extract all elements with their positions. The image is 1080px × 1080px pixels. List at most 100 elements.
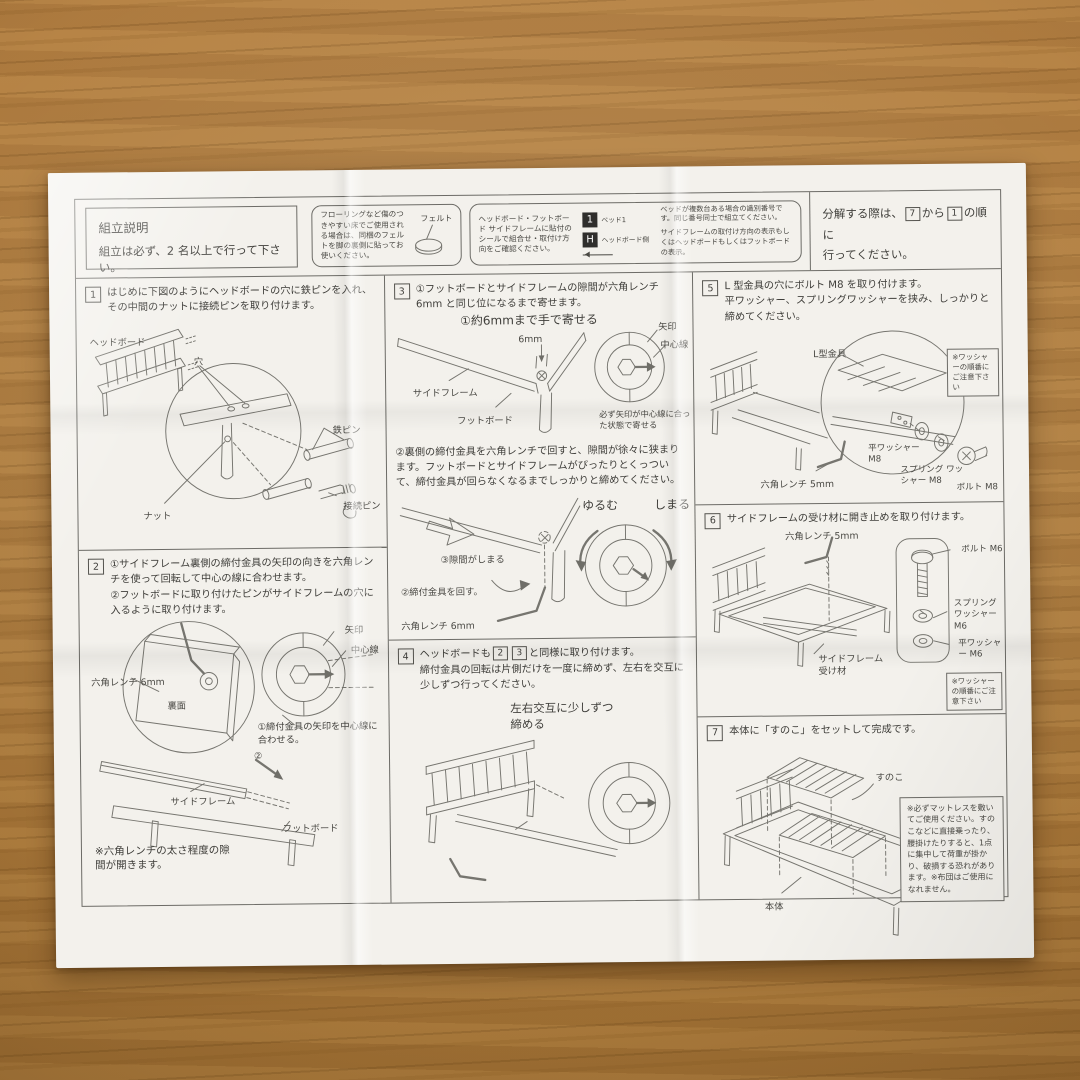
mattress-warning-note: ※必ずマットレスを敷いてご使用ください。すのこなどに直接乗ったり、腰掛けたりする… bbox=[899, 796, 1005, 902]
step-1-diagram: ヘッドボード 穴 ナット 鉄ピン 接続ピン bbox=[85, 313, 381, 534]
push-together-drawing bbox=[396, 329, 666, 433]
step-1-number: 1 bbox=[85, 286, 102, 303]
step-5-diagram: L型金具 ※ワッシャーの順番にご注意下さい 平ワッシャー M8 スプリング ワッ… bbox=[703, 322, 1000, 497]
sticker-note-1: ベッドが複数台ある場合の識別番号です。同じ番号同士で組立てください。 bbox=[660, 203, 783, 224]
felt-label: フェルト bbox=[420, 213, 453, 224]
arrow-left-icon bbox=[582, 253, 613, 256]
column-2: 3 ①フットボードとサイドフレームの隙間が六角レンチ 6mm と同じ位になるまで… bbox=[383, 272, 699, 903]
note-gap-opens: ※六角レンチの太さ程度の隙間が開きます。 bbox=[94, 844, 230, 873]
step-6-diagram: 六角レンチ 5mm ボルト M6 スプリング ワッシャー M6 平ワッシャー M… bbox=[705, 526, 1003, 711]
label-6mm: 6mm bbox=[518, 333, 543, 345]
step-3-number: 3 bbox=[393, 283, 410, 300]
step-1-section: 1 はじめに下図のようにヘッドボードの穴に鉄ピンを入れ、その中間のナットに接続ピ… bbox=[75, 275, 387, 551]
label-hex-wrench-5mm: 六角レンチ 5mm bbox=[760, 478, 835, 491]
label-flat-washer-m6: 平ワッシャー M6 bbox=[958, 638, 1002, 661]
label-hex-wrench-6mm: 六角レンチ 6mm bbox=[401, 621, 475, 633]
step-7-text: 本体に「すのこ」をセットして完成です。 bbox=[729, 723, 922, 737]
step-ref-1: 1 bbox=[946, 206, 962, 221]
washer-order-note: ※ワッシャーの順番にご注意下さい bbox=[947, 348, 1000, 397]
note-arrow-aligned: 必ず矢印が中心線に合った状態で寄せる bbox=[599, 408, 691, 431]
label-hex-wrench-5mm: 六角レンチ 5mm bbox=[784, 530, 859, 543]
page-subtitle: 組立は必ず、2 名以上で行って下さい。 bbox=[98, 242, 281, 275]
label-arrow: 矢印 bbox=[658, 321, 677, 333]
step-3-section: 3 ①フットボードとサイドフレームの隙間が六角レンチ 6mm と同じ位になるまで… bbox=[384, 272, 697, 642]
headboard-attach-drawing bbox=[425, 740, 670, 882]
label-loosen: ゆるむ bbox=[581, 498, 619, 514]
step-6-number: 6 bbox=[704, 513, 721, 530]
page-title: 組立説明 bbox=[98, 220, 149, 236]
anti-open-bar-drawing bbox=[712, 536, 951, 667]
step-2-diagram: 六角レンチ 6mm 裏面 矢印 中心線 ①締付金具の矢印を中心線に合わせる。 ②… bbox=[89, 616, 381, 885]
label-footboard: フットボード bbox=[282, 823, 339, 835]
disassembly-mid: から bbox=[921, 205, 945, 220]
label-connect-pin: 接続ピン bbox=[343, 500, 381, 512]
label-nut: ナット bbox=[143, 510, 172, 522]
step-2-number: 2 bbox=[87, 558, 105, 575]
caption-push-by-hand: ①約6mmまで手で寄せる bbox=[460, 311, 598, 328]
step-3-text-1: ①フットボードとサイドフレームの隙間が六角レンチ 6mm と同じ位になるまで寄せ… bbox=[415, 281, 659, 311]
bed-number-label: ベッド1 bbox=[601, 216, 627, 225]
label-side-frame: サイドフレーム bbox=[170, 796, 236, 809]
disassembly-pre: 分解する際は、 bbox=[822, 206, 903, 222]
column-3: 5 L 型金具の穴にボルト M8 を取り付けます。 平ワッシャー、スプリングワッ… bbox=[692, 269, 1008, 936]
headboard-side-badge: H bbox=[582, 231, 598, 248]
headboard-side-label: ヘッドボード側 bbox=[601, 235, 650, 245]
label-turn-fitting: ②締付金具を回す。 bbox=[400, 587, 483, 599]
sticker-notes: ベッドが複数台ある場合の識別番号です。同じ番号同士で組立てください。 サイドフレ… bbox=[660, 203, 793, 261]
sheet-frame: 組立説明 組立は必ず、2 名以上で行って下さい。 フローリングなど傷のつきやすい… bbox=[74, 189, 1009, 936]
label-l-bracket: L型金具 bbox=[813, 348, 847, 361]
step-5-text-2: 平ワッシャー、スプリングワッシャーを挟み、しっかりと締めてください。 bbox=[724, 293, 990, 323]
step-5-number: 5 bbox=[702, 280, 719, 297]
caption-align-fitting: ①締付金具の矢印を中心線に合わせる。 bbox=[257, 720, 378, 747]
felt-pad-icon bbox=[415, 224, 443, 255]
washer-order-note: ※ワッシャーの順番にご注意下さい bbox=[946, 672, 1003, 711]
sticker-note-2: サイドフレームの取付け方向の表示もしくはヘッドボードもしくはフットボードの表示。 bbox=[660, 226, 791, 257]
label-slats: すのこ bbox=[875, 772, 904, 784]
instruction-sheet: 組立説明 組立は必ず、2 名以上で行って下さい。 フローリングなど傷のつきやすい… bbox=[47, 162, 1035, 969]
label-center-line: 中心線 bbox=[660, 339, 689, 351]
label-footboard: フットボード bbox=[457, 414, 514, 427]
label-flat-washer-m8: 平ワッシャー M8 bbox=[868, 442, 920, 466]
label-headboard: ヘッドボード bbox=[89, 336, 146, 349]
label-side-frame: サイドフレーム bbox=[412, 387, 478, 399]
step-7-number: 7 bbox=[707, 724, 724, 742]
step-4-pre: ヘッドボードも bbox=[419, 649, 491, 661]
bed-number-badge: 1 bbox=[582, 211, 598, 228]
id-badges: 1 ベッド1 H ヘッドボード側 bbox=[582, 211, 654, 256]
step-6-text: サイドフレームの受け材に開き止めを取り付けます。 bbox=[726, 511, 971, 525]
step-3-diagram-b: ③隙間がしまる ②締付金具を回す。 六角レンチ 6mm ゆるむ しまる bbox=[396, 490, 690, 633]
step-4-text-2: 締付金具の回転は片側だけを一度に締めず、左右を交互に少しずつ行ってください。 bbox=[419, 662, 684, 692]
label-iron-pin: 鉄ピン bbox=[332, 424, 361, 436]
step-3-text-2: ②裏側の締付金具を六角レンチで回すと、隙間が徐々に狭まります。フットボードとサイ… bbox=[395, 444, 681, 489]
column-1: 1 はじめに下図のようにヘッドボードの穴に鉄ピンを入れ、その中間のナットに接続ピ… bbox=[75, 275, 390, 906]
step-7-section: 7 本体に「すのこ」をセットして完成です。 bbox=[698, 714, 1008, 956]
label-side-frame-receiver: サイドフレーム 受け材 bbox=[818, 653, 884, 678]
label-back-face: 裏面 bbox=[167, 700, 187, 713]
step-6-section: 6 サイドフレームの受け材に開き止めを取り付けます。 bbox=[695, 502, 1006, 718]
label-hex-wrench-6mm: 六角レンチ 6mm bbox=[91, 677, 165, 689]
step-1-text: はじめに下図のようにヘッドボードの穴に鉄ピンを入れ、その中間のナットに接続ピンを… bbox=[107, 284, 373, 314]
step-4-post: と同様に取り付けます。 bbox=[528, 647, 641, 660]
step-7-diagram: すのこ 本体 ※必ずマットレスを敷いてご使用ください。すのこなどに直接乗ったり、… bbox=[707, 738, 1005, 949]
felt-icon-wrap: フェルト bbox=[410, 213, 452, 257]
title-box: 組立説明 組立は必ず、2 名以上で行って下さい。 bbox=[85, 205, 298, 275]
content-columns: 1 はじめに下図のようにヘッドボードの穴に鉄ピンを入れ、その中間のナットに接続ピ… bbox=[75, 269, 1008, 936]
header-band: 組立説明 組立は必ず、2 名以上で行って下さい。 フローリングなど傷のつきやすい… bbox=[75, 190, 1001, 279]
label-center-line: 中心線 bbox=[350, 644, 379, 657]
sticker-note-box: ヘッドボード・フットボード サイドフレームに貼付のシールで組合せ・取付け方向をご… bbox=[469, 200, 802, 266]
step-ref-2: 2 bbox=[492, 646, 508, 661]
label-spring-washer-m6: スプリング ワッシャー M6 bbox=[953, 598, 997, 632]
step-2-text-2: ②フットボードに取り付けたピンがサイドフレームの穴に入るように取り付けます。 bbox=[110, 587, 374, 617]
step-ref-7: 7 bbox=[904, 207, 920, 222]
headboard-exploded-drawing bbox=[94, 328, 357, 519]
felt-note-box: フローリングなど傷のつきやすい床でご使用される場合は、同梱のフェルトを脚の裏側に… bbox=[311, 203, 462, 268]
label-hole: 穴 bbox=[193, 356, 204, 368]
step-3-diagram-a: ①約6mmまで手で寄せる 6mm 矢印 中心線 サイドフレーム フットボード 必… bbox=[394, 310, 690, 441]
label-bolt-m6: ボルト M6 bbox=[961, 544, 1003, 555]
step-4-diagram: 左右交互に少しずつ締める bbox=[398, 691, 690, 890]
step-4-number: 4 bbox=[397, 648, 414, 665]
caption-alternate-tighten: 左右交互に少しずつ締める bbox=[510, 700, 614, 732]
step-5-section: 5 L 型金具の穴にボルト M8 を取り付けます。 平ワッシャー、スプリングワッ… bbox=[693, 269, 1004, 506]
